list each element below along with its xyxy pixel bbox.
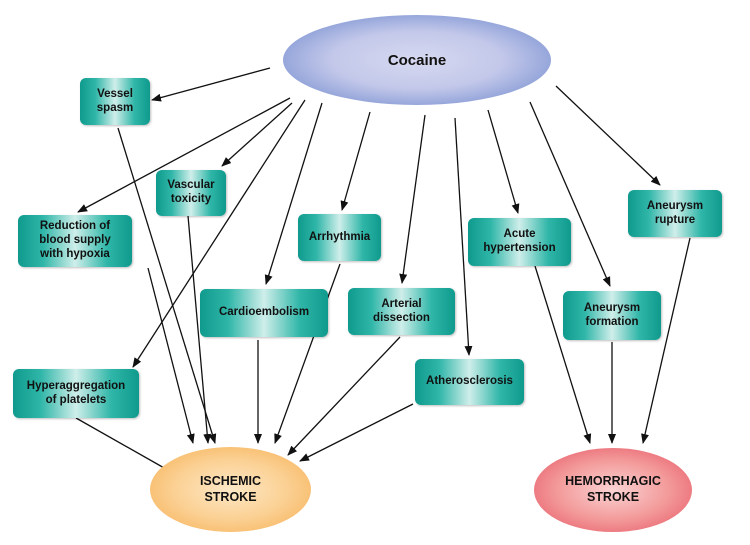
cardioembolism-node: Cardioembolism <box>200 289 328 337</box>
arrhythmia-node: Arrhythmia <box>298 214 381 261</box>
vessel-spasm-node: Vessel spasm <box>80 78 150 125</box>
arrow-acute-hypertension-to-hemorrhagic-stroke <box>534 265 592 444</box>
atherosclerosis-node: Atherosclerosis <box>415 359 524 405</box>
arrow-cocaine-to-arrhythmia <box>340 111 371 211</box>
aneurysm-formation-node: Aneurysm formation <box>563 291 661 340</box>
acute-hypertension-node: Acute hypertension <box>468 218 571 266</box>
arrow-arrhythmia-to-ischemic-stroke <box>274 263 341 444</box>
ischemic-stroke-node: ISCHEMIC STROKE <box>150 447 311 532</box>
aneurysm-rupture-node: Aneurysm rupture <box>628 190 722 237</box>
arrow-atherosclerosis-to-ischemic-stroke <box>299 403 414 462</box>
arrow-cocaine-to-arterial-dissection <box>399 114 426 284</box>
vascular-toxicity-node: Vascular toxicity <box>156 170 226 216</box>
arrow-reduction-blood-supply-to-ischemic-stroke <box>147 267 195 444</box>
hemorrhagic-stroke-node: HEMORRHAGIC STROKE <box>534 448 692 532</box>
cocaine-node: Cocaine <box>283 15 551 105</box>
hyperaggregation-node: Hyperaggregation of platelets <box>13 369 139 418</box>
arrow-cocaine-to-acute-hypertension <box>487 109 520 214</box>
arrow-aneurysm-rupture-to-hemorrhagic-stroke <box>641 237 691 444</box>
arrow-cocaine-to-aneurysm-rupture <box>555 85 661 186</box>
reduction-blood-supply-node: Reduction of blood supply with hypoxia <box>18 215 132 267</box>
arrow-vessel-spasm-to-ischemic-stroke <box>117 127 217 444</box>
arrow-cocaine-to-reduction-blood-supply <box>77 97 291 213</box>
arrow-cocaine-to-cardioembolism <box>264 102 323 285</box>
arrow-cocaine-to-atherosclerosis <box>454 117 473 356</box>
arrow-vascular-toxicity-to-ischemic-stroke <box>185 192 212 444</box>
arrow-arterial-dissection-to-ischemic-stroke <box>287 336 401 456</box>
arterial-dissection-node: Arterial dissection <box>348 288 455 335</box>
arrow-hyperaggregation-to-ischemic-stroke <box>75 417 174 474</box>
arrow-cocaine-to-vascular-toxicity <box>221 102 293 167</box>
arrow-cocaine-to-aneurysm-formation <box>529 101 611 287</box>
arrow-cocaine-to-vessel-spasm <box>151 67 271 102</box>
